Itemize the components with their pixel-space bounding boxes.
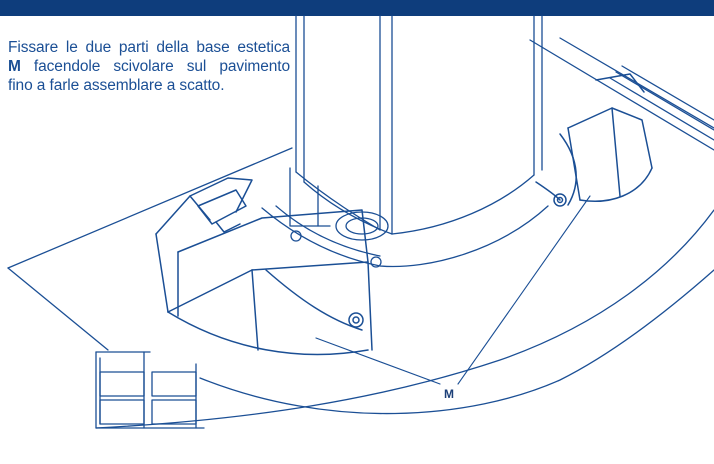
instruction-line-1: Fissare le due parti della base estetica [8,39,290,56]
base-part-left [155,177,373,356]
column-post [295,15,543,235]
instruction-text: Fissare le due parti della base estetica… [8,38,290,95]
part-letter-m: M [8,58,21,75]
instruction-line-2-rest: facendole scivolare sul pavimento [20,58,290,75]
instruction-line-2: M facendole scivolare sul pavimento [8,57,290,76]
base-part-right [535,73,653,207]
floor-sheet [7,37,714,429]
cable-channel [95,65,714,429]
header-band [0,0,714,16]
instruction-line-3: fino a farle assemblare a scatto. [8,77,225,94]
callout-label-m: M [444,387,454,401]
mounting-plate [261,167,549,268]
callout-leaders [315,195,591,385]
